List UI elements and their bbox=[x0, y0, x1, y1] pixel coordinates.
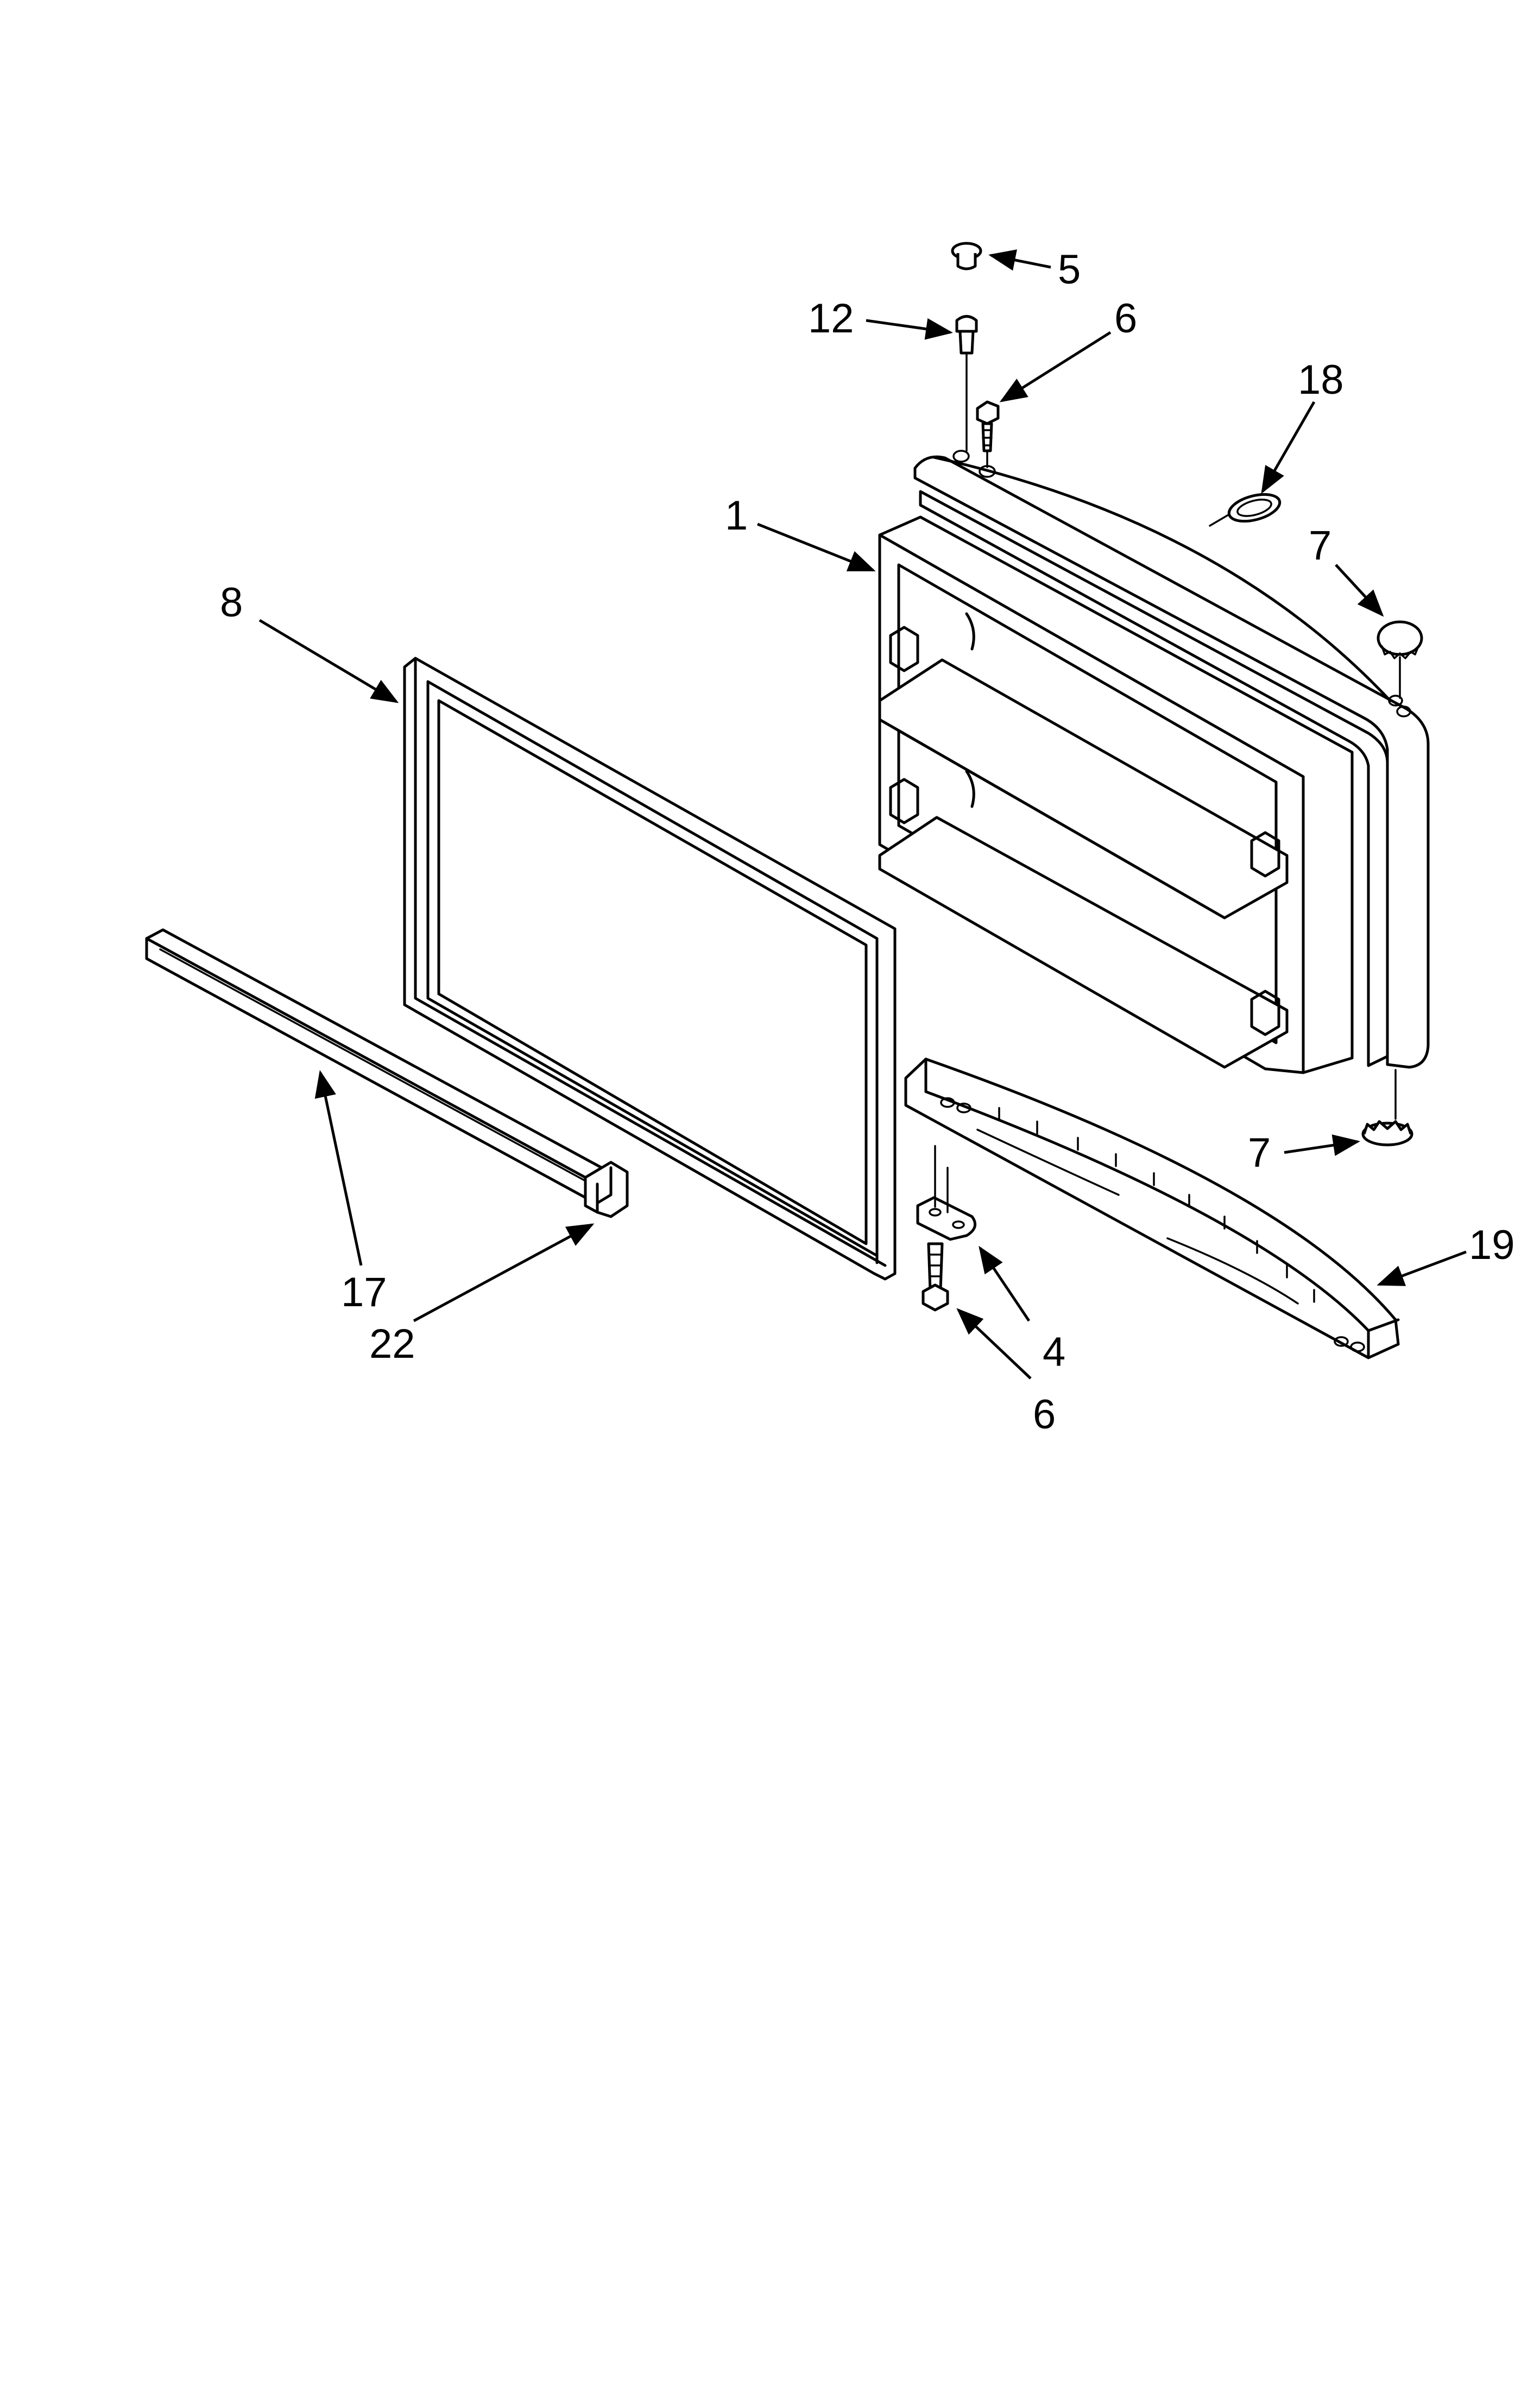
hinge-bracket-part-4 bbox=[916, 1145, 977, 1241]
callout-7-upper: 7 bbox=[1309, 522, 1331, 569]
plug-part-5 bbox=[951, 242, 982, 270]
callout-6-bottom: 6 bbox=[1033, 1391, 1056, 1438]
leader-4 bbox=[979, 1245, 1031, 1322]
callout-22: 22 bbox=[369, 1321, 415, 1367]
callout-17: 17 bbox=[341, 1269, 387, 1315]
callout-6-top: 6 bbox=[1114, 295, 1137, 342]
door-gasket-part-8 bbox=[403, 657, 897, 1281]
bottom-trim-part-19 bbox=[904, 1057, 1400, 1359]
callout-5: 5 bbox=[1058, 247, 1081, 293]
leader-12 bbox=[866, 318, 953, 340]
callout-18: 18 bbox=[1298, 357, 1344, 403]
leader-6-bottom bbox=[956, 1308, 1032, 1380]
callout-7-lower: 7 bbox=[1248, 1130, 1271, 1176]
end-cap-part-22 bbox=[584, 1161, 629, 1218]
hinge-cap-part-7-lower bbox=[1361, 1069, 1413, 1147]
shoulder-screw-part-12 bbox=[955, 315, 978, 452]
leader-8 bbox=[258, 619, 399, 703]
callout-1: 1 bbox=[725, 493, 748, 539]
leader-1 bbox=[757, 522, 876, 572]
callout-12: 12 bbox=[808, 295, 854, 342]
leader-17 bbox=[314, 1070, 363, 1266]
leader-lines bbox=[258, 249, 1467, 1380]
leader-6-top bbox=[999, 331, 1112, 402]
hinge-cap-part-7-upper bbox=[1377, 620, 1423, 699]
callout-labels: 5 12 6 18 1 7 8 7 19 17 22 4 6 bbox=[220, 247, 1515, 1438]
screw-part-6-top bbox=[976, 400, 1000, 468]
callout-4: 4 bbox=[1043, 1329, 1065, 1375]
callout-8: 8 bbox=[220, 580, 243, 626]
grommet-part-18 bbox=[1209, 493, 1282, 527]
leader-7-lower bbox=[1284, 1134, 1360, 1156]
leader-5 bbox=[988, 249, 1051, 271]
callout-19: 19 bbox=[1469, 1222, 1515, 1268]
freezer-door-part-1 bbox=[878, 450, 1430, 1074]
leader-7-upper bbox=[1335, 564, 1384, 617]
leader-22 bbox=[413, 1223, 595, 1322]
leader-18 bbox=[1261, 401, 1316, 494]
leader-19 bbox=[1377, 1250, 1467, 1286]
screw-part-6-bottom bbox=[922, 1242, 949, 1312]
